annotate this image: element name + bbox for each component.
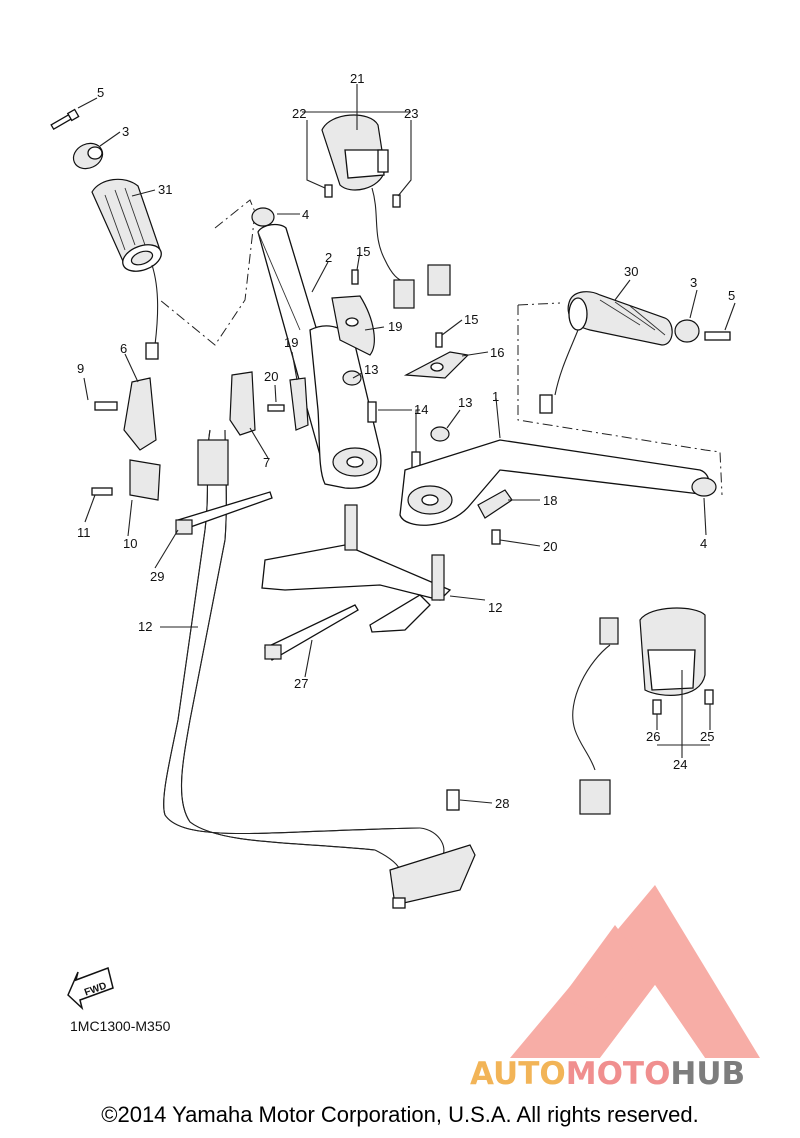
callout-24: 24 [673,757,687,772]
callout-1: 1 [492,389,499,404]
brand-moto: MOTO [565,1056,671,1092]
left-grip-group [50,108,162,360]
callout-10: 11 [77,525,91,540]
callout-7: 7 [263,455,270,470]
callout-15-right: 15 [464,312,478,327]
callout-17: 19 [388,319,402,334]
left-holders [91,371,256,501]
callout-5-left: 5 [97,85,104,100]
callout-13-right: 13 [458,395,472,410]
callout-15-left: 15 [356,244,370,259]
callout-6: 6 [120,341,127,356]
callout-27: 27 [294,676,308,691]
right-grip-group [539,291,731,414]
left-switch-assembly [321,114,451,309]
watermark-logo [510,885,760,1058]
callout-2: 2 [325,250,332,265]
throttle-cables [163,429,445,881]
callout-3-right: 3 [690,275,697,290]
cable-bracket [389,789,476,909]
callout-11: 12 [138,619,152,634]
watermark-brand: AUTOMOTOHUB [470,1056,745,1092]
callout-20-left: 20 [264,369,278,384]
copyright-notice: ©2014 Yamaha Motor Corporation, U.S.A. A… [101,1102,699,1127]
diagram-code: 1MC1300-M350 [70,1018,171,1034]
callout-20-right: 20 [543,539,557,554]
callout-4-right: 4 [700,536,707,551]
fwd-arrow-icon: FWD [67,967,114,1011]
callout-31: 31 [158,182,172,197]
callout-16: 16 [490,345,504,360]
callout-19: 19 [284,335,298,350]
callout-9: 10 [123,536,137,551]
callout-28: 28 [495,796,509,811]
callout-30: 30 [624,264,638,279]
cable-ties [175,491,359,661]
callout-25: 25 [700,729,714,744]
callout-23: 23 [404,106,418,121]
callout-21: 21 [350,71,364,86]
callout-labels: 5 3 31 4 21 22 23 2 15 19 15 16 19 20 13… [77,71,735,811]
callout-5-right: 5 [728,288,735,303]
callout-4-top: 4 [302,207,309,222]
right-handlebar [399,426,717,545]
guide-lines [159,199,723,496]
base-plate [261,504,452,633]
callout-12: 12 [488,600,502,615]
callout-29: 29 [150,569,164,584]
brand-hub: HUB [670,1056,746,1092]
callout-13-left: 13 [364,362,378,377]
callout-22: 22 [292,106,306,121]
leader-lines [77,84,736,804]
callout-18: 18 [543,493,557,508]
callout-3-left: 3 [122,124,129,139]
callout-14: 14 [414,402,428,417]
brand-auto: AUTO [470,1056,566,1092]
callout-8: 9 [77,361,84,376]
callout-26: 26 [646,729,660,744]
right-switch-assembly [572,607,714,815]
brackets-small [267,269,470,431]
left-handlebar [251,207,421,489]
